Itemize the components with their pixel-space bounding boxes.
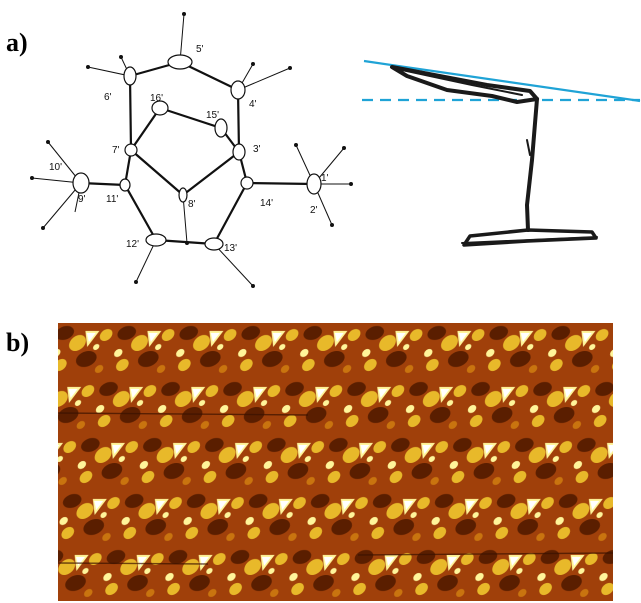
molecular-plane-line [363, 59, 641, 103]
atom-label: 9' [78, 194, 86, 205]
atom-label: 2' [310, 205, 318, 216]
molecule-side-profile [390, 65, 598, 247]
panel-label-b: b) [6, 328, 30, 357]
atom-label: 5' [196, 44, 204, 55]
atom-label: 4' [249, 99, 257, 110]
panel-label-a: a) [6, 28, 28, 57]
atom-label: 10' [49, 162, 62, 173]
stm-image [58, 323, 613, 601]
atom-label: 15' [206, 110, 219, 121]
atom-label: 3' [253, 144, 261, 155]
atom-label: 6' [104, 92, 112, 103]
atom-label: 12' [126, 239, 139, 250]
atom-label: 8' [188, 199, 196, 210]
atom-label: 14' [260, 198, 273, 209]
atom-label: 16' [150, 93, 163, 104]
atom-label: 11' [106, 194, 118, 205]
side-view-sketch [362, 59, 641, 247]
atom-label: 13' [224, 243, 237, 254]
atom-label: 7' [112, 145, 120, 156]
atom-label: 1' [321, 173, 329, 184]
ortep-molecule-diagram: 1' 2' 3' 4' 5' 6' 7' 8' 9' 10' 11' 12' 1… [30, 12, 353, 288]
